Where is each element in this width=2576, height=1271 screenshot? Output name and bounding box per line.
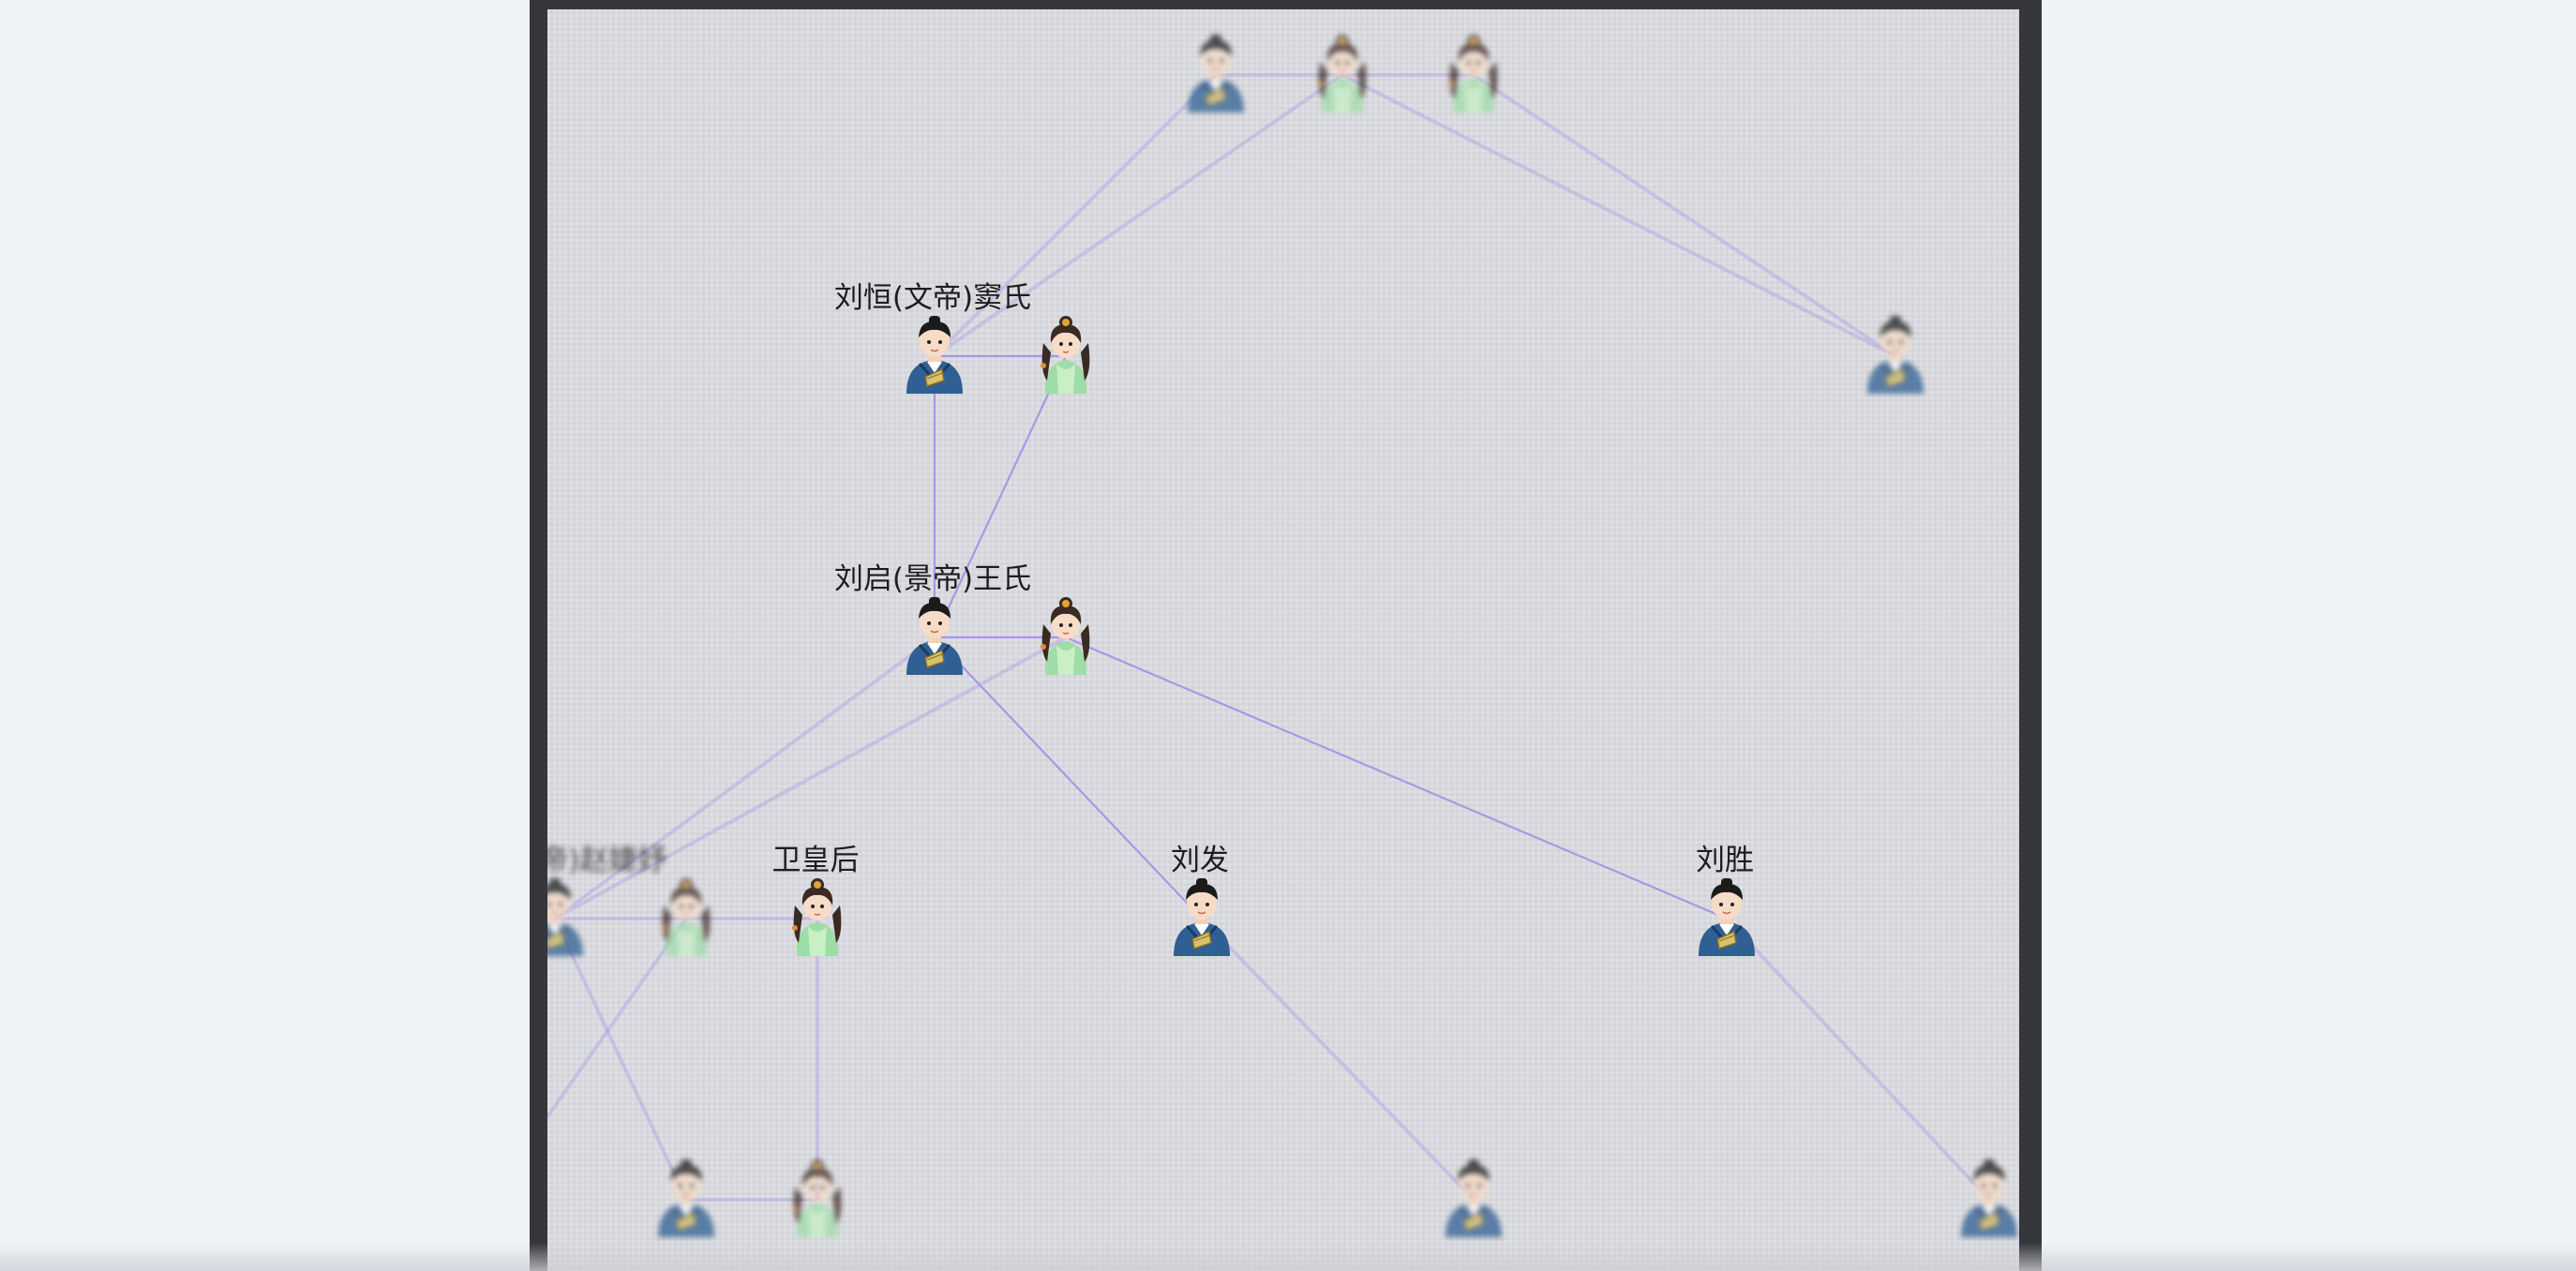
female-avatar-icon [1307,34,1378,112]
relation-edge [933,73,1344,358]
relation-edge [553,918,688,1201]
person-node-wei-huanghou[interactable]: 卫皇后 [741,844,891,965]
male-avatar-icon [899,315,970,394]
family-tree-canvas[interactable]: 刘恒(文帝)窦氏 刘启(景帝)王氏 [547,9,2019,1271]
relation-edge [1725,917,1991,1202]
male-avatar-icon [651,1159,722,1237]
person-label: 刘恒(文帝)窦氏 [833,281,1032,315]
person-label: 刘胜 [1696,844,1754,877]
person-node-bottom-man-2[interactable] [1397,1125,1547,1247]
edge-layer [547,73,1991,1202]
person-node-liu-heng[interactable]: 刘恒(文帝)窦氏 [834,281,1031,403]
person-node-top-woman-2[interactable] [1397,9,1547,122]
male-avatar-icon [1180,34,1251,112]
male-avatar-icon [547,877,591,956]
male-avatar-icon [1860,315,1931,394]
person-node-bottom-woman-1[interactable] [741,1125,891,1247]
person-node-bottom-left-fragment[interactable] [547,1125,562,1247]
relation-edge [934,355,1067,638]
female-avatar-icon [651,877,722,956]
person-node-wang-shi[interactable] [989,562,1139,684]
female-avatar-icon [782,877,853,956]
person-node-right-man[interactable] [1819,281,1969,403]
person-node-bottom-man-1[interactable] [609,1125,759,1247]
person-node-zhao-jieyu[interactable] [609,844,759,965]
person-node-bottom-man-3[interactable] [1912,1125,2019,1247]
male-avatar-icon [1438,1159,1509,1237]
bottom-fade [0,1243,2576,1271]
person-node-top-woman-1[interactable] [1266,9,1415,122]
person-label: 刘发 [1171,844,1229,877]
relation-edge [933,73,1218,358]
person-label: 刘彻(武帝)赵婕妤 [547,844,667,877]
relation-edge [934,636,1203,920]
male-avatar-icon [1691,877,1762,956]
person-node-liu-che[interactable]: 刘彻(武帝)赵婕妤 [547,844,666,965]
person-label: 卫皇后 [771,844,860,877]
relation-edge [1341,73,1896,358]
relation-edge [547,917,688,1120]
female-avatar-icon [1438,34,1509,112]
male-avatar-icon [1954,1159,2019,1237]
male-avatar-icon [1166,877,1237,956]
person-node-top-man[interactable] [1139,9,1289,122]
person-node-liu-qi[interactable]: 刘启(景帝)王氏 [834,562,1031,684]
person-node-liu-sheng[interactable]: 刘胜 [1650,844,1800,965]
male-avatar-icon [899,596,970,675]
relation-edge [553,636,936,920]
person-node-dou-shi[interactable] [989,281,1139,403]
relation-edge [554,636,1067,920]
relation-edge [1472,73,1897,358]
female-avatar-icon [1030,596,1101,675]
female-avatar-icon [782,1159,853,1237]
person-node-liu-fa[interactable]: 刘发 [1125,844,1275,965]
relation-edge [1200,917,1475,1202]
female-avatar-icon [1030,315,1101,394]
relation-edge [1065,636,1728,920]
person-label: 刘启(景帝)王氏 [833,562,1032,596]
